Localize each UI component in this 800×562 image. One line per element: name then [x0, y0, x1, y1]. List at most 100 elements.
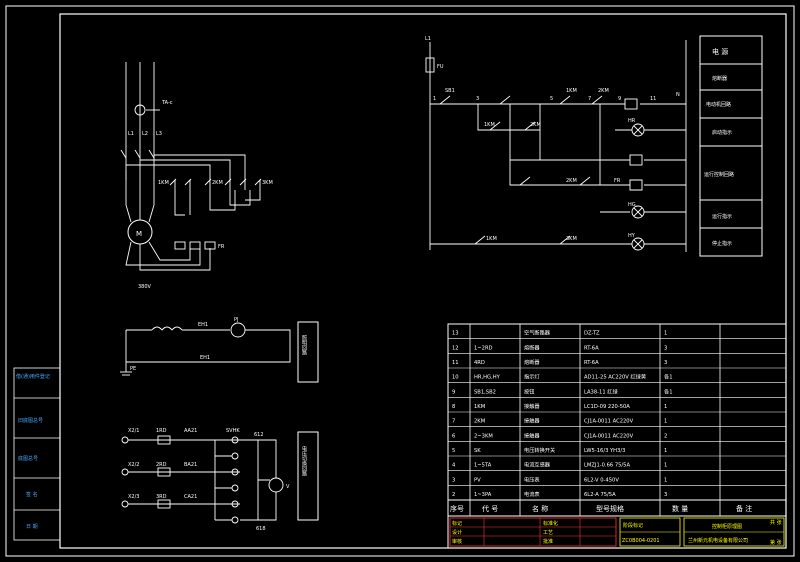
table-cell: LC1D-09 220-50A: [584, 404, 630, 410]
table-cell: 9: [452, 389, 455, 395]
table-cell: 6L2-A 75/5A: [584, 492, 616, 498]
node-1: 1: [433, 96, 436, 102]
table-cell: 电压转换开关: [524, 446, 555, 454]
table-cell: 3: [664, 492, 667, 498]
header-remark: 备 注: [736, 504, 752, 513]
strip-label-2: 旧底图总号: [18, 417, 43, 424]
table-cell: CJ1A-0011 AC220V: [584, 419, 634, 425]
table-cell: 熔断器: [524, 358, 540, 366]
table-cell: 各1: [664, 387, 673, 395]
label-fuse-2: 2RD: [156, 462, 167, 468]
label-pe: PE: [130, 366, 136, 372]
node-5: 5: [550, 96, 553, 102]
label-l3: L3: [156, 131, 162, 137]
part-hr: HR: [628, 118, 636, 124]
table-cell: CJ1A-0011 AC220V: [584, 433, 634, 439]
right-label-power: 电 源: [712, 47, 728, 56]
right-label-run-loop: 运行控制回路: [704, 171, 734, 178]
node-9: 9: [618, 96, 621, 102]
table-cell: 3: [452, 477, 455, 483]
label-bus-2: X2/2: [128, 462, 139, 468]
node-11: 11: [650, 96, 656, 102]
right-label-start: 启动指示: [712, 129, 732, 136]
table-cell: RT-6A: [584, 345, 599, 351]
label-bus-1: X2/1: [128, 428, 139, 434]
part-hg: HG: [628, 202, 636, 208]
strip-label-1: 借(通)用件登记: [16, 373, 50, 380]
label-bus-3: X2/3: [128, 494, 139, 500]
motor-labels: L1 L2 L3 TA-c M 380V 1KM 2KM 3KM FR: [128, 100, 273, 290]
voltage-labels: X2/1 X2/2 X2/3 1RD 2RD 3RD AA21 BA21 CA2…: [128, 428, 307, 532]
label-618: 618: [256, 526, 266, 532]
control-labels: L1 FU 1 3 5 7 9 11 N SB1 1KM 2KM 1KM 2KM…: [425, 36, 734, 247]
part-2km-c: 2KM: [566, 178, 577, 184]
motor-main-circuit: [120, 62, 262, 271]
label-1km: 1KM: [158, 180, 169, 186]
table-cell: RT-6A: [584, 360, 599, 366]
strip-label-4: 签 名: [26, 491, 38, 498]
tb-cell-review: 审核: [452, 538, 462, 545]
table-cell: LA38-11 红绿: [584, 387, 618, 395]
table-cell: 1: [664, 404, 667, 410]
label-node-2: BA21: [184, 462, 197, 468]
table-cell: AD11-25 AC220V 红绿黄: [584, 373, 646, 381]
table-cell: 7: [452, 419, 455, 425]
label-612: 612: [254, 432, 264, 438]
header-name: 名 称: [532, 504, 548, 513]
label-2km: 2KM: [212, 180, 223, 186]
label-eh1-bottom: EH1: [200, 355, 210, 361]
control-circuit: [425, 35, 763, 257]
table-cell: 接触器: [524, 402, 540, 410]
part-3km: 3KM: [566, 236, 577, 242]
table-cell: 10: [452, 375, 459, 381]
table-cell: 空气断路器: [524, 329, 551, 337]
voltage-panel-label: 电压切换回路: [301, 445, 307, 477]
table-cell: SB1,SB2: [474, 389, 496, 395]
part-sb1: SB1: [445, 88, 455, 94]
table-cell: 12: [452, 345, 459, 351]
table-cell: 2~3KM: [474, 433, 493, 439]
header-no: 序号: [450, 504, 464, 513]
table-cell: 4: [452, 463, 456, 469]
voltage-circuit: [121, 431, 319, 524]
header-code: 代 号: [482, 504, 498, 513]
title-block: 标记 设计 审核 标准化 工艺 批准 阶段标记 ZC0B004-0201 控制柜…: [447, 515, 787, 549]
lighting-labels: EH1 EH1 PJ PE 照明回路: [130, 317, 307, 372]
table-cell: 2KM: [474, 419, 485, 425]
node-n: N: [676, 92, 680, 98]
table-cell: 1~3PA: [474, 492, 492, 498]
label-ctrl-fu: FU: [437, 64, 444, 70]
table-cell: SK: [474, 448, 481, 454]
label-fuse-3: 3RD: [156, 494, 167, 500]
table-header: 序号 代 号 名 称 型号规格 数 量 备 注: [448, 499, 786, 513]
label-node-3: CA21: [184, 494, 197, 500]
label-pj: PJ: [234, 317, 239, 323]
table-cell: 接触器: [524, 431, 540, 439]
part-1km-a: 1KM: [566, 88, 577, 94]
tb-cell-stage: 阶段标记: [623, 522, 643, 529]
tb-cell-approve: 批准: [543, 538, 553, 545]
table-cell: 2: [664, 433, 667, 439]
label-v-meter: V: [286, 484, 290, 490]
table-cell: DZ-TZ: [584, 331, 600, 337]
table-cell: 1KM: [474, 404, 485, 410]
table-cell: 1: [664, 463, 667, 469]
table-cell: 3: [664, 345, 667, 351]
label-fuse-1: 1RD: [156, 428, 167, 434]
table-cell: 1: [664, 477, 667, 483]
table-cell: 13: [452, 331, 459, 337]
tb-cell-design: 设计: [452, 529, 462, 536]
table-cell: 熔断器: [524, 343, 540, 351]
node-7: 7: [588, 96, 591, 102]
header-qty: 数 量: [672, 504, 688, 513]
lighting-circuit: [120, 321, 319, 383]
table-cell: 按钮: [524, 387, 534, 395]
inner-frame: [59, 13, 787, 549]
label-ta: TA-c: [161, 100, 173, 106]
table-cell: LW5-16/3 YH3/3: [584, 448, 625, 454]
table-cell: PV: [474, 477, 481, 483]
left-strip: 借(通)用件登记 旧底图总号 底图总号 签 名 日 期: [13, 367, 61, 541]
label-eh1-top: EH1: [198, 322, 208, 328]
tb-cell-standard: 标准化: [543, 520, 558, 527]
